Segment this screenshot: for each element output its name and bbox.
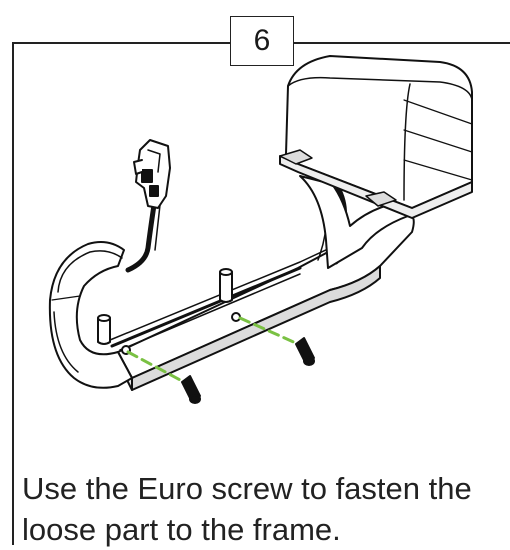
euro-screw (181, 337, 315, 404)
instruction-line-1: Use the Euro screw to fasten the (22, 471, 472, 506)
instruction-text: Use the Euro screw to fasten the loose p… (22, 468, 502, 550)
step-number-box: 6 (230, 16, 294, 66)
frame-left (12, 42, 14, 545)
step-number: 6 (253, 24, 271, 57)
upper-cover (279, 55, 473, 219)
assembly-illustration (48, 55, 473, 404)
frame-top-right (294, 42, 510, 44)
instruction-line-2: loose part to the frame. (22, 512, 341, 547)
pin (97, 268, 233, 345)
frame-top-left (12, 42, 230, 44)
bracket-end (48, 241, 133, 389)
screw-guide (126, 316, 300, 384)
screw-hole (231, 312, 241, 322)
connector-plug (133, 139, 171, 209)
